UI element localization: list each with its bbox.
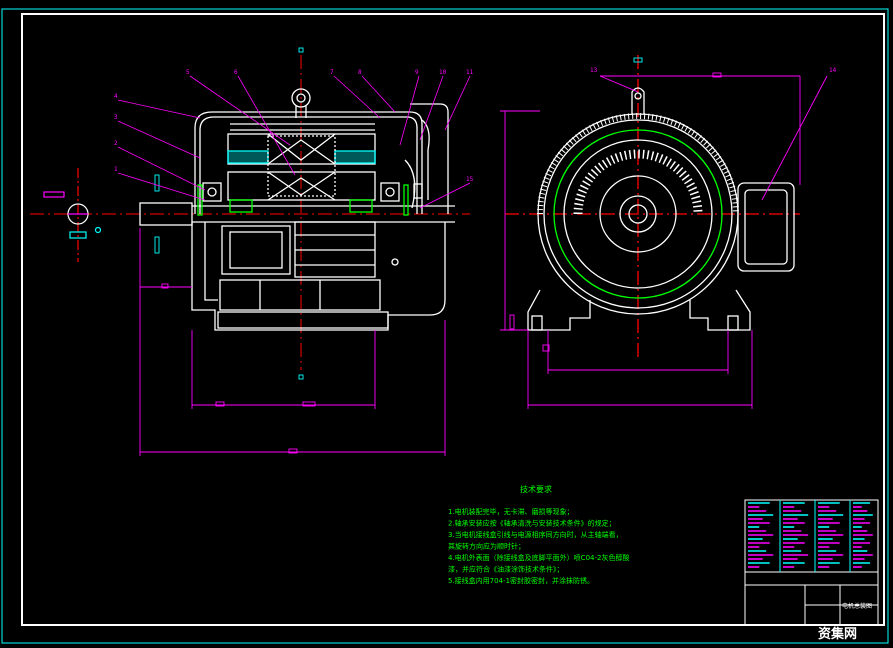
part-number-label: 5 <box>186 69 190 76</box>
part-number-label: 11 <box>466 69 474 76</box>
stator-bore <box>553 129 723 299</box>
part-number-label: 15 <box>466 176 474 183</box>
inner-drawing-frame <box>21 13 885 626</box>
housing-top-outline <box>194 111 423 214</box>
front-right-foot <box>689 289 751 331</box>
tech-note-line: 5.接线盒内用704-1密封胶密封，并涂抹防锈。 <box>448 576 594 585</box>
tech-note-line: 1.电机装配完毕，无卡滞、磨损等现象； <box>448 507 574 516</box>
side-view-leaders <box>117 75 471 209</box>
motor-shaft <box>139 202 193 226</box>
stator-core <box>227 133 376 165</box>
front-view-dimensions <box>500 57 828 409</box>
part-number-label: 13 <box>590 67 598 74</box>
part-number-labels: 1 2 3 4 5 6 7 8 9 10 11 13 14 15 <box>114 67 837 183</box>
rotor <box>599 175 677 253</box>
part-number-label: 2 <box>114 140 118 147</box>
fan-cowl <box>410 103 449 214</box>
tech-notes-lines: 1.电机装配完毕，无卡滞、磨损等现象； 2.轴承安装应按《轴承清洗与安装技术条件》… <box>448 507 629 585</box>
front-left-foot <box>527 289 591 331</box>
bearing-non-drive-end <box>380 182 400 202</box>
stator-slots <box>573 149 703 215</box>
part-number-label: 10 <box>439 69 447 76</box>
side-view <box>30 55 470 370</box>
part-number-label: 1 <box>114 166 118 173</box>
tech-notes-title: 技术要求 <box>520 484 552 494</box>
parts-list-rows <box>748 502 873 568</box>
terminal-box <box>737 182 795 272</box>
front-shaft <box>628 204 648 224</box>
terminal-box-cavity <box>221 225 291 275</box>
part-number-label: 7 <box>330 69 334 76</box>
front-view <box>505 55 800 360</box>
title-block-drawing-name: 电机总装图 <box>842 602 872 610</box>
winding-end-left <box>227 150 269 164</box>
bearing-drive-end <box>202 182 222 202</box>
title-block <box>744 499 879 626</box>
part-number-label: 8 <box>358 69 362 76</box>
side-view-dimensions <box>139 47 446 456</box>
part-number-label: 6 <box>234 69 238 76</box>
part-number-label: 9 <box>415 69 419 76</box>
watermark: 资集网 <box>818 626 857 642</box>
part-number-label: 4 <box>114 93 118 100</box>
lifting-eye <box>291 88 311 108</box>
winding-end-right <box>334 150 376 164</box>
shaft-end-section <box>43 168 102 262</box>
front-lifting-eye <box>631 87 645 114</box>
part-number-label: 14 <box>829 67 837 74</box>
tech-note-line: 2.轴承安装应按《轴承清洗与安装技术条件》的规定； <box>448 519 616 528</box>
frame-base <box>191 222 446 331</box>
base-foot <box>217 311 389 329</box>
tech-note-line: 其旋转方向应为顺时针； <box>448 542 525 551</box>
part-number-label: 3 <box>114 114 118 121</box>
tech-note-line: 4.电机外表面（除接线盒及底脚平面外）喷C04-2灰色醇酸 <box>448 553 629 562</box>
outer-sheet-border <box>1 8 889 644</box>
tech-note-line: 3.当电机接线盒引线与电源相序同方向时，从主轴端看， <box>448 530 623 539</box>
tech-note-line: 漆，并应符合《油漆涂饰技术条件》； <box>448 565 564 574</box>
